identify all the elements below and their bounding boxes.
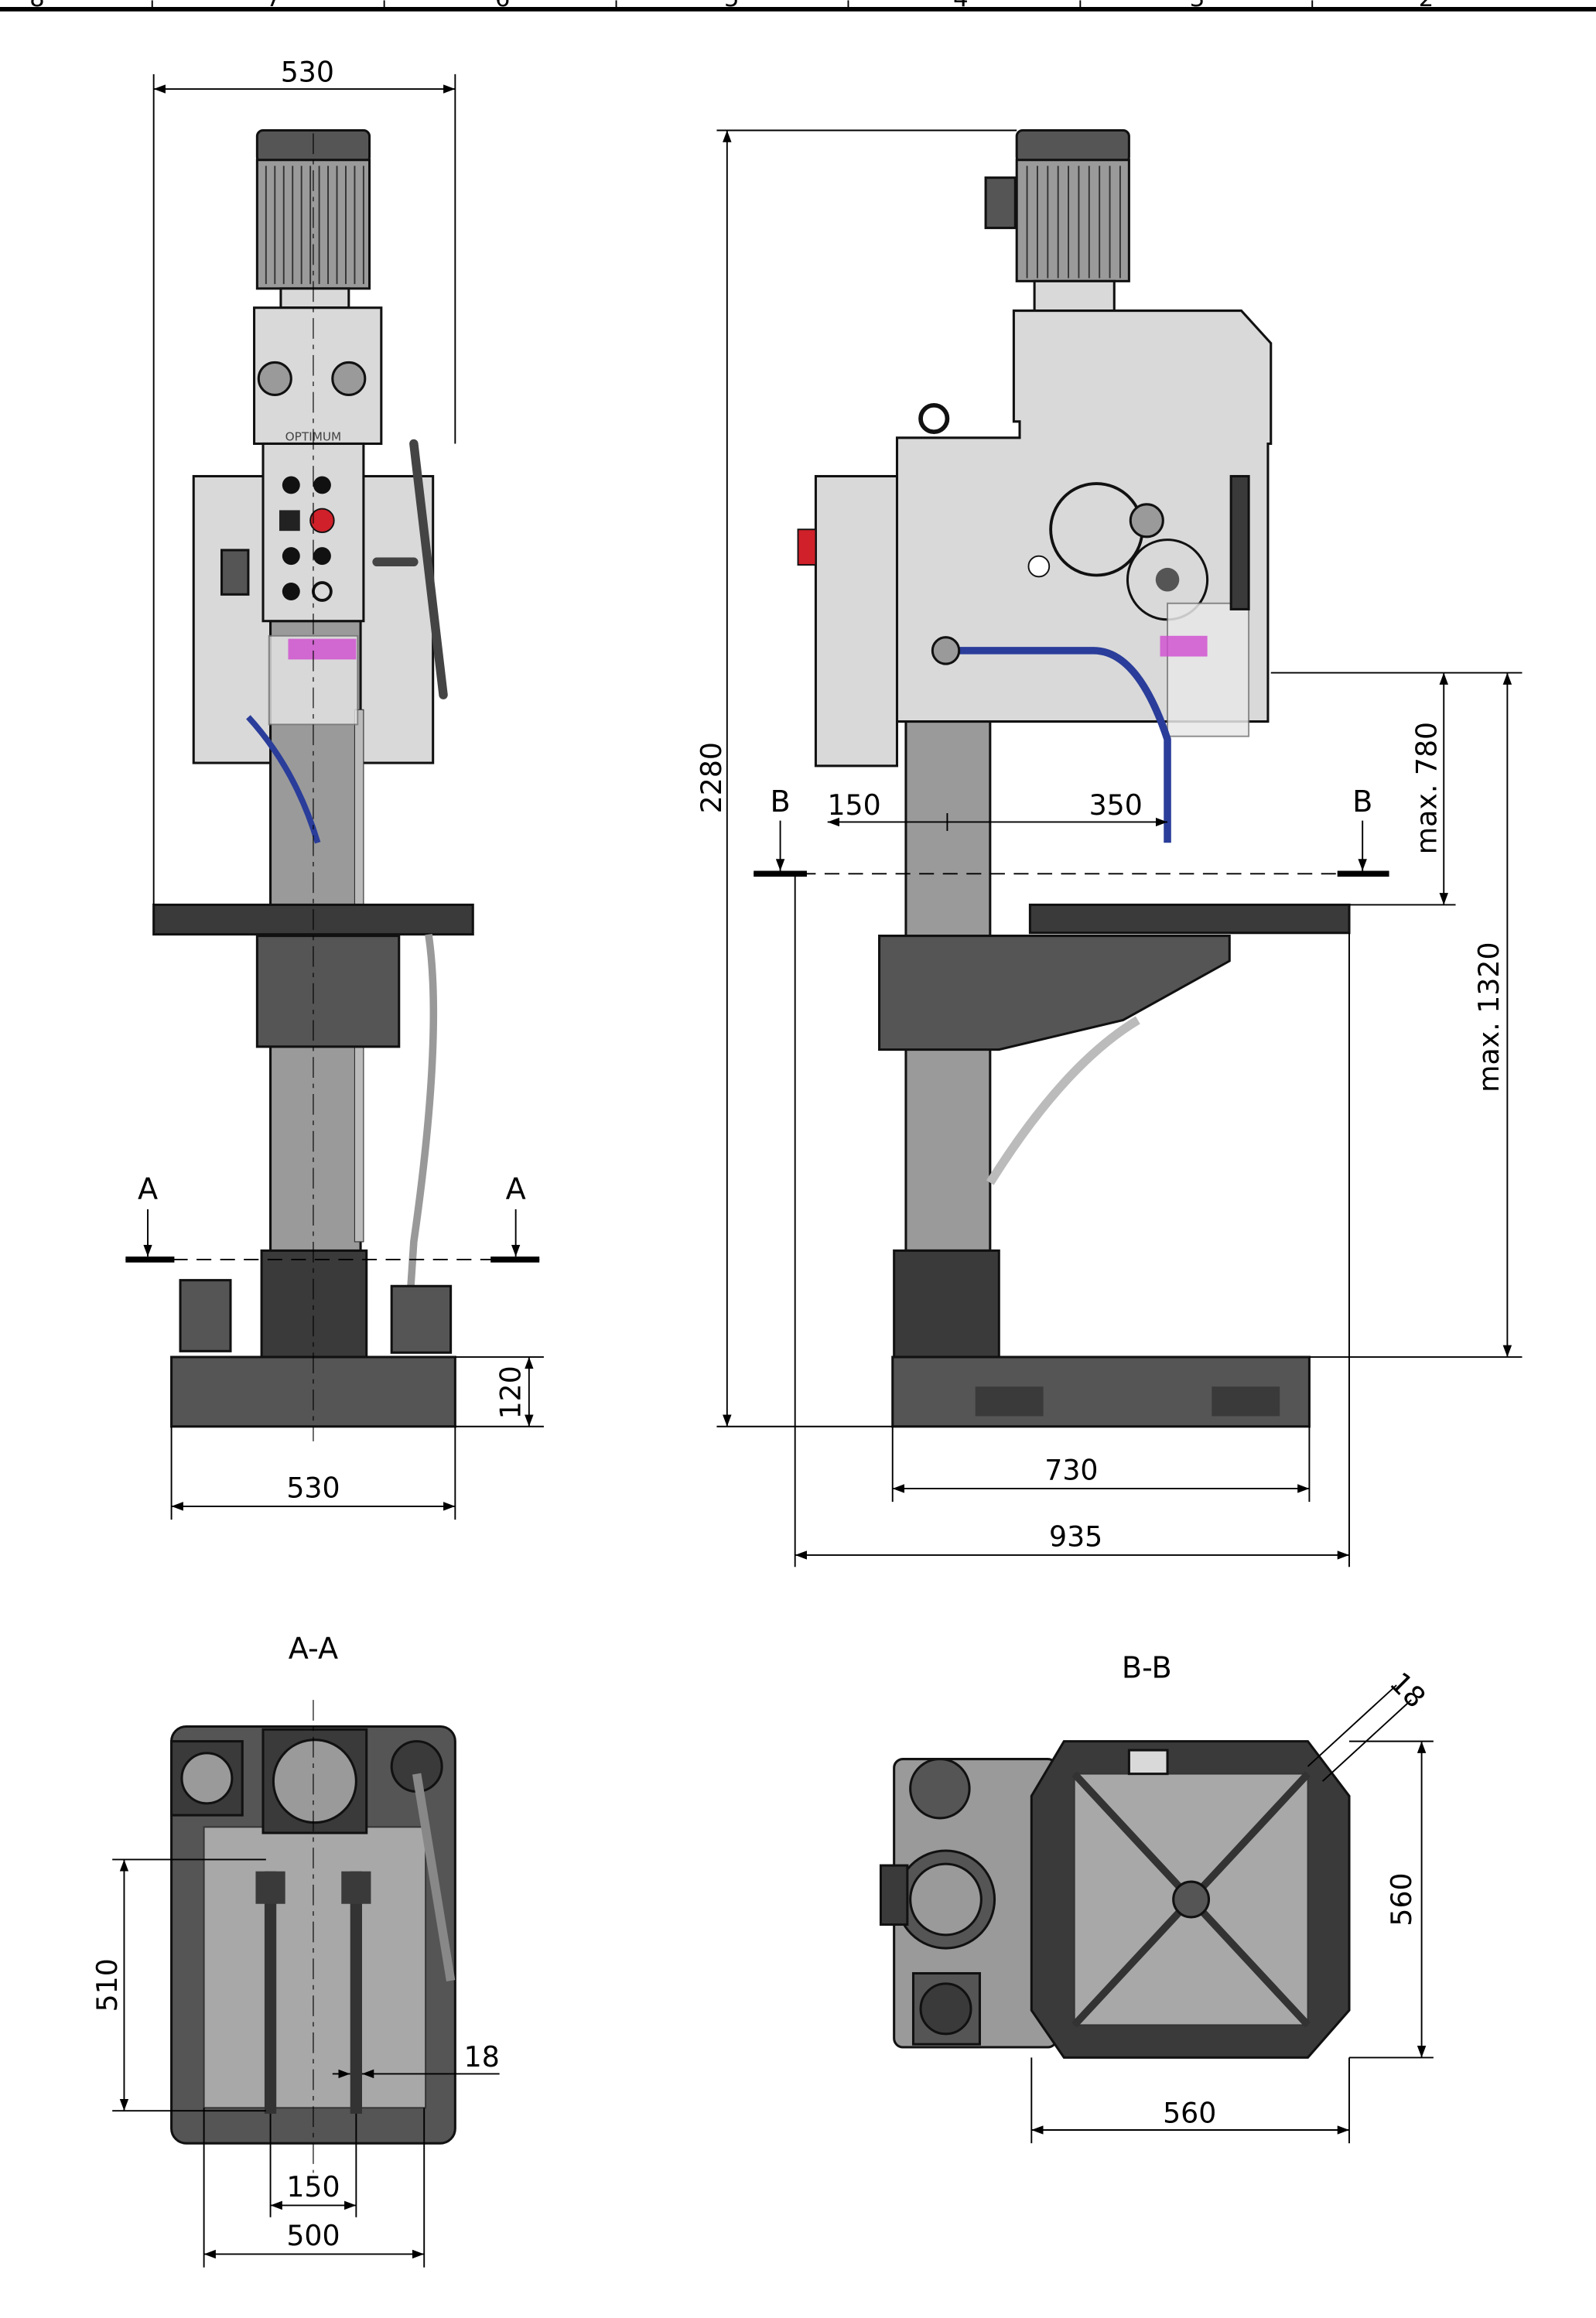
section-bb: B-B 18 560 560 <box>879 1651 1434 2144</box>
section-bb-title: B-B <box>1122 1651 1172 1685</box>
zone-label: 4 <box>953 0 968 12</box>
section-label-a-left: A <box>138 1173 158 1207</box>
dim-bb-slot-width: 18 <box>1383 1666 1432 1715</box>
dim-slot-length: 510 <box>91 1958 124 2012</box>
zone-label: 6 <box>495 0 510 12</box>
dim-slot-outer: 500 <box>286 2219 340 2252</box>
zone-label: 7 <box>266 0 281 12</box>
dim-column-offset: 150 <box>827 788 880 822</box>
dim-base-height: 120 <box>494 1366 527 1419</box>
dim-table-depth: 560 <box>1385 1872 1418 1926</box>
zone-label: 8 <box>29 0 44 12</box>
motor <box>984 128 1130 313</box>
dim-max-stroke: max. 780 <box>1410 722 1444 854</box>
dim-slot-spacing: 150 <box>286 2170 340 2203</box>
dim-table-width: 560 <box>1163 2096 1216 2129</box>
dim-front-width-top: 530 <box>281 55 334 88</box>
dim-total-depth: 935 <box>1049 1520 1102 1553</box>
section-label-a-right: A <box>506 1173 526 1207</box>
front-view: OPTIMUM A A 530 <box>125 55 544 1520</box>
zone-label: 5 <box>724 0 739 12</box>
section-label-b-left: B <box>770 785 790 819</box>
dim-throat: 350 <box>1089 788 1143 822</box>
dim-base-length: 730 <box>1044 1454 1098 1487</box>
dim-total-height: 2280 <box>695 742 728 813</box>
dim-slot-width: 18 <box>464 2040 500 2074</box>
section-label-b-right: B <box>1352 785 1372 819</box>
zone-label: 3 <box>1190 0 1205 12</box>
dim-front-width-base: 530 <box>286 1471 340 1504</box>
section-aa-title: A-A <box>289 1633 338 1667</box>
dim-max-table: max. 1320 <box>1472 942 1505 1092</box>
control-buttons <box>279 476 335 602</box>
zone-label: 2 <box>1419 0 1434 12</box>
drawing-frame-zones: 8 7 6 5 4 3 2 <box>0 0 1596 12</box>
section-aa: A-A 510 18 150 500 <box>91 1633 500 2268</box>
side-view: B B 2280 150 350 max. 780 max. 1320 730 … <box>695 128 1523 1568</box>
